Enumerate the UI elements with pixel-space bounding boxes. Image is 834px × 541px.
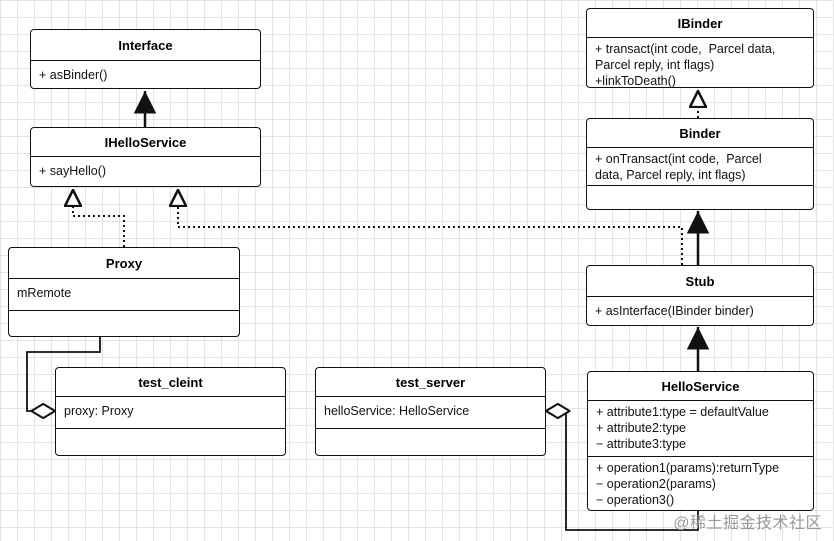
ihelloservice-class-methods: + sayHello()	[31, 157, 260, 186]
proxy-class-name: Proxy	[9, 248, 239, 279]
method-text: Parcel reply, int flags)	[595, 58, 715, 72]
method-text: − operation2(params)	[596, 477, 716, 491]
ibinder-class-methods: + transact(int code, Parcel data, Parcel…	[587, 38, 813, 88]
helloservice-class[interactable]: HelloService + attribute1:type = default…	[587, 371, 814, 511]
method-text: + transact(int code, Parcel data,	[595, 42, 776, 56]
helloservice-class-methods: + operation1(params):returnType − operat…	[588, 457, 813, 510]
interface-class[interactable]: Interface + asBinder()	[30, 29, 261, 89]
test-client-class-name: test_cleint	[56, 368, 285, 397]
attribute-text: + attribute2:type	[596, 421, 686, 435]
test-server-class[interactable]: test_server helloService: HelloService	[315, 367, 546, 456]
attribute-text: helloService: HelloService	[324, 404, 470, 418]
ibinder-class-name: IBinder	[587, 9, 813, 38]
ibinder-class[interactable]: IBinder + transact(int code, Parcel data…	[586, 8, 814, 88]
test-client-class[interactable]: test_cleint proxy: Proxy	[55, 367, 286, 456]
proxy-to-test-client-aggregation	[26, 337, 101, 411]
stub-class-name: Stub	[587, 266, 813, 297]
proxy-class-attributes: mRemote	[9, 279, 239, 311]
helloservice-class-name: HelloService	[588, 372, 813, 401]
method-text: − operation3()	[596, 493, 675, 507]
method-text: + sayHello()	[39, 164, 107, 178]
attribute-text: mRemote	[17, 286, 72, 300]
proxy-class-empty-section	[9, 311, 239, 336]
stub-class-methods: + asInterface(IBinder binder)	[587, 297, 813, 325]
ihelloservice-class[interactable]: IHelloService + sayHello()	[30, 127, 261, 187]
test-server-class-name: test_server	[316, 368, 545, 397]
attribute-text: − attribute3:type	[596, 437, 686, 451]
helloservice-class-attributes: + attribute1:type = defaultValue + attri…	[588, 401, 813, 457]
stub-to-ihelloservice-arrow	[178, 189, 683, 265]
attribute-text: + attribute1:type = defaultValue	[596, 405, 769, 419]
method-text: +linkToDeath()	[595, 74, 676, 88]
interface-class-name: Interface	[31, 30, 260, 61]
proxy-to-ihelloservice-arrow	[73, 189, 125, 247]
method-text: + onTransact(int code, Parcel	[595, 152, 762, 166]
ihelloservice-class-name: IHelloService	[31, 128, 260, 157]
interface-class-methods: + asBinder()	[31, 61, 260, 88]
attribute-text: proxy: Proxy	[64, 404, 134, 418]
test-server-class-empty-section	[316, 429, 545, 455]
stub-class[interactable]: Stub + asInterface(IBinder binder)	[586, 265, 814, 326]
method-text: + asBinder()	[39, 68, 108, 82]
test-client-class-attributes: proxy: Proxy	[56, 397, 285, 429]
proxy-class[interactable]: Proxy mRemote	[8, 247, 240, 337]
watermark-text: @稀土掘金技术社区	[673, 515, 822, 532]
method-text: data, Parcel reply, int flags)	[595, 168, 746, 182]
method-text: + operation1(params):returnType	[596, 461, 780, 475]
test-server-class-attributes: helloService: HelloService	[316, 397, 545, 429]
binder-class[interactable]: Binder + onTransact(int code, Parcel dat…	[586, 118, 814, 210]
method-text: + asInterface(IBinder binder)	[595, 304, 754, 318]
binder-class-name: Binder	[587, 119, 813, 148]
binder-class-methods: + onTransact(int code, Parcel data, Parc…	[587, 148, 813, 186]
test-client-class-empty-section	[56, 429, 285, 455]
helloservice-to-test-server-aggregation	[546, 411, 699, 531]
binder-class-empty-section	[587, 186, 813, 209]
